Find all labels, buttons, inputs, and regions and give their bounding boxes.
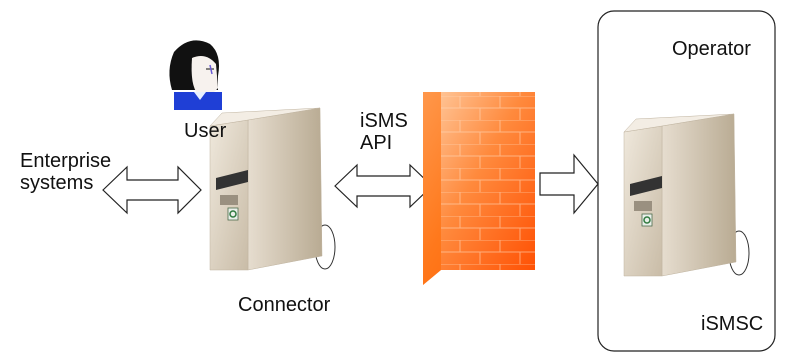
arrow-icon — [539, 153, 599, 215]
user-label: User — [184, 120, 227, 142]
isms-api-label: iSMS API — [360, 110, 408, 154]
ismsc-label: iSMSC — [701, 313, 764, 335]
enterprise-systems-label: Enterprise systems — [20, 150, 112, 194]
firewall-icon — [423, 92, 535, 285]
connector-label: Connector — [238, 294, 331, 316]
user-icon — [169, 40, 222, 110]
double-arrow-icon — [102, 165, 202, 215]
server-icon — [623, 113, 750, 277]
server-icon — [209, 107, 336, 271]
operator-boundary — [597, 10, 776, 352]
operator-label: Operator — [672, 38, 751, 60]
double-arrow-icon — [334, 163, 433, 209]
